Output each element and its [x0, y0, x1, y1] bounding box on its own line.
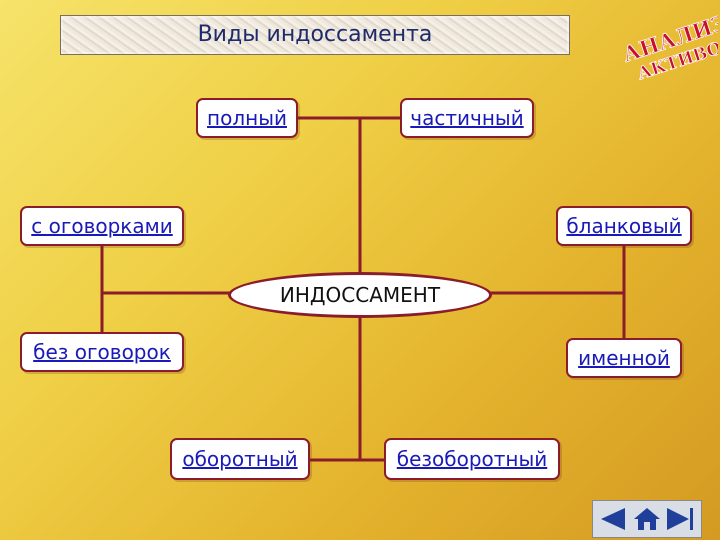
logo: АНАЛИЗ АКТИВОВ — [619, 14, 718, 84]
title-banner: Виды индоссамента — [60, 15, 570, 55]
node-full[interactable]: полный — [196, 98, 298, 138]
node-blank[interactable]: бланковый — [556, 206, 692, 246]
node-without-reservations[interactable]: без оговорок — [20, 332, 184, 372]
center-node: ИНДОССАМЕНТ — [228, 272, 492, 318]
next-icon[interactable] — [665, 505, 695, 533]
node-partial[interactable]: частичный — [400, 98, 534, 138]
prev-icon[interactable] — [599, 505, 629, 533]
page-title: Виды индоссамента — [197, 22, 433, 47]
node-with-reservations[interactable]: с оговорками — [20, 206, 184, 246]
node-named[interactable]: именной — [566, 338, 682, 378]
node-non-recourse[interactable]: безоборотный — [384, 438, 560, 480]
nav-bar — [592, 500, 702, 538]
node-recourse[interactable]: оборотный — [170, 438, 310, 480]
home-icon[interactable] — [632, 505, 662, 533]
